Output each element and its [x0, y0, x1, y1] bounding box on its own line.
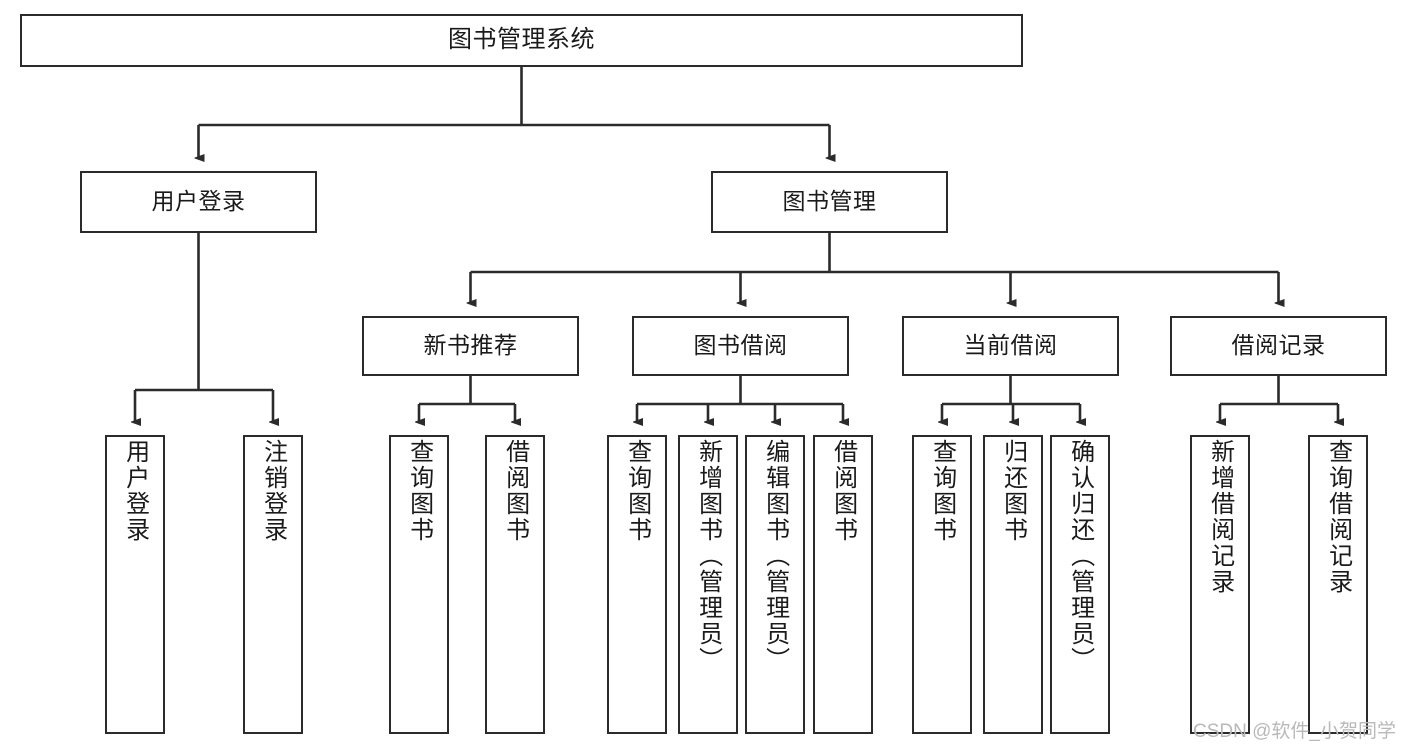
node-leaf-borrow-book-2[interactable]: 借阅图书 [813, 435, 873, 734]
node-user-login[interactable]: 用户登录 [80, 171, 317, 233]
node-label: 用户登录 [121, 439, 149, 543]
node-label: 查询图书 [405, 439, 433, 543]
node-label: 查询借阅记录 [1324, 439, 1352, 595]
node-leaf-confirm-return[interactable]: 确认归还（管理员） [1050, 435, 1110, 734]
node-new-book-rec[interactable]: 新书推荐 [362, 316, 579, 376]
node-label: 编辑图书（管理员） [761, 439, 789, 673]
node-leaf-query-book-3[interactable]: 查询图书 [912, 435, 972, 734]
node-leaf-query-book-1[interactable]: 查询图书 [389, 435, 449, 734]
node-label: 确认归还（管理员） [1066, 439, 1094, 673]
node-borrow-record[interactable]: 借阅记录 [1170, 316, 1387, 376]
node-label: 借阅记录 [1231, 332, 1326, 359]
node-leaf-query-record[interactable]: 查询借阅记录 [1308, 435, 1368, 734]
node-label: 图书借阅 [693, 332, 788, 359]
node-label: 查询图书 [928, 439, 956, 543]
node-label: 借阅图书 [501, 439, 529, 543]
node-label: 注销登录 [259, 439, 287, 543]
node-current-borrow[interactable]: 当前借阅 [902, 316, 1119, 376]
node-book-borrow[interactable]: 图书借阅 [632, 316, 849, 376]
node-book-manage[interactable]: 图书管理 [711, 171, 948, 233]
node-leaf-user-logout[interactable]: 注销登录 [243, 435, 303, 734]
node-leaf-query-book-2[interactable]: 查询图书 [607, 435, 667, 734]
node-label: 用户登录 [151, 188, 246, 215]
node-label: 当前借阅 [963, 332, 1058, 359]
node-label: 归还图书 [999, 439, 1027, 543]
node-label: 新增借阅记录 [1206, 439, 1234, 595]
node-leaf-add-book[interactable]: 新增图书（管理员） [678, 435, 738, 734]
node-leaf-return-book[interactable]: 归还图书 [983, 435, 1043, 734]
node-label: 借阅图书 [829, 439, 857, 543]
node-label: 查询图书 [623, 439, 651, 543]
watermark: CSDN @软件_小贺同学 [1193, 721, 1396, 742]
node-leaf-user-login[interactable]: 用户登录 [105, 435, 165, 734]
node-leaf-add-record[interactable]: 新增借阅记录 [1190, 435, 1250, 734]
node-label: 新增图书（管理员） [694, 439, 722, 673]
node-leaf-edit-book[interactable]: 编辑图书（管理员） [745, 435, 805, 734]
node-label: 新书推荐 [423, 332, 518, 359]
node-label: 图书管理 [782, 188, 877, 215]
node-leaf-borrow-book-1[interactable]: 借阅图书 [485, 435, 545, 734]
node-root[interactable]: 图书管理系统 [20, 14, 1023, 67]
node-label: 图书管理系统 [448, 26, 595, 54]
